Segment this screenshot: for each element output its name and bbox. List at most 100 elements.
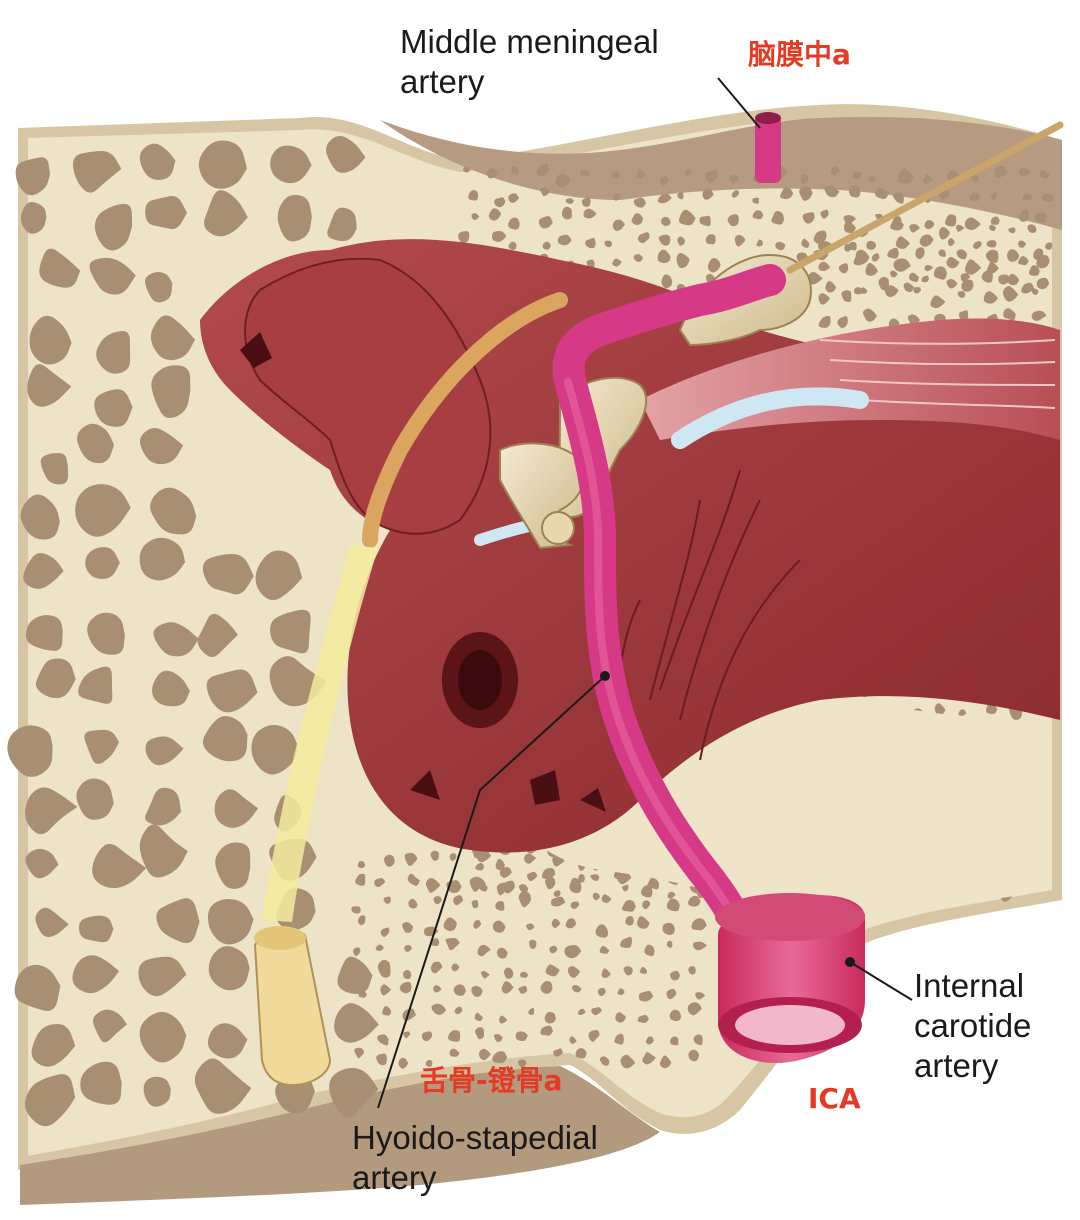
trabecular-pore [503,967,514,979]
trabecular-pore [841,290,852,303]
upper-sinus [380,116,1062,230]
trabecular-pore [895,236,911,250]
trabecular-pore [528,939,537,950]
trabecular-pore [752,197,759,204]
trabecular-pore [508,217,520,230]
trabecular-pore [661,216,671,226]
trabecular-pore [958,709,967,716]
label-middle-meningeal-artery: Middle meningeal artery [400,22,659,102]
muscle-fibers [819,339,1056,409]
trabecular-pore [1008,227,1016,234]
trabecular-pore [552,855,565,867]
air-cell [150,487,197,535]
trabecular-pore [687,1002,702,1016]
air-cell [139,1011,187,1063]
trabecular-pore [374,878,386,888]
trabecular-pore [518,884,529,893]
trabecular-pore [469,876,486,892]
stapes [499,442,585,550]
trabecular-pore [407,873,420,886]
styloid-top [254,926,306,950]
trabecular-pore [443,917,457,932]
trabecular-pore [471,985,483,997]
trabecular-pore [377,1034,389,1046]
trabecular-pore [451,963,460,972]
leader-dot [845,957,855,967]
trabecular-pore [843,219,856,234]
trabecular-pore [462,166,471,173]
trabecular-pore [515,1031,528,1042]
trabecular-pore [818,293,831,305]
trabecular-pore [945,214,957,227]
trabecular-pore [865,263,878,276]
air-cell [139,143,176,180]
trabecular-pore [933,266,947,280]
trabecular-pore [540,1025,554,1036]
ica-lumen [735,1005,845,1045]
cavity-pit [530,770,560,805]
trabecular-pore [1036,277,1050,290]
trabecular-pore [862,308,877,322]
leader-dot [600,671,610,681]
air-cell [215,842,251,889]
air-cell [153,622,199,657]
air-cell [207,1023,248,1059]
air-cell [251,724,298,775]
trabecular-pore [567,966,581,978]
trabecular-pore [802,212,815,224]
trabecular-pore [727,214,739,227]
cavity-opening-inner [458,650,502,710]
trabecular-pore [612,258,622,267]
trabecular-pore [637,1014,649,1024]
trabecular-pore [676,253,690,269]
air-cell [25,787,78,835]
trabecular-pore [657,193,672,204]
trabecular-pore [859,287,868,294]
trabecular-pore [375,944,384,951]
mastoid-air-cells [7,136,379,1127]
trabecular-pore [583,208,597,219]
trabecular-pore [677,192,684,200]
trabecular-pore [852,171,862,180]
trabecular-pore [887,247,899,259]
trabecular-pore [1031,310,1047,321]
trabecular-pore [838,263,849,274]
trabecular-pore [688,1049,700,1062]
trabecular-pore [775,241,786,251]
trabecular-pore [1028,265,1040,276]
trabecular-pore [692,941,707,951]
air-cell [78,915,114,943]
trabecular-pore [855,249,870,265]
trabecular-pore [1018,240,1027,248]
lower-sinus [20,1066,660,1205]
air-cell [145,196,187,230]
trabecular-pore [499,866,512,878]
trabecular-pore [688,895,701,907]
trabecular-pore [474,1012,483,1022]
trabecular-pore [458,231,470,244]
trabecular-pore [956,249,968,260]
trabecular-pore [799,186,813,201]
trabecular-pore [503,880,515,894]
trabecular-pore [617,988,625,995]
trabecular-pore [731,190,740,198]
trabecular-pore [592,892,601,901]
label-ica: ICA [808,1082,861,1115]
trabecular-pore [752,210,764,220]
trabecular-pore [909,272,919,282]
trabecular-pore [661,274,673,289]
trabecular-pore [358,991,367,998]
trabecular-pore [702,188,714,200]
trabecular-pore [380,927,390,937]
cavity-pit [410,770,440,800]
trabecular-pore [553,890,561,898]
air-cell [326,136,366,173]
air-cell [25,848,59,879]
trabecular-pore [445,937,460,951]
trabecular-pore [729,175,739,184]
trabecular-pore [800,174,809,185]
trabecular-pore [813,230,827,244]
air-cell [89,257,136,295]
air-cell [80,1061,122,1105]
trabecular-pore [480,971,490,979]
